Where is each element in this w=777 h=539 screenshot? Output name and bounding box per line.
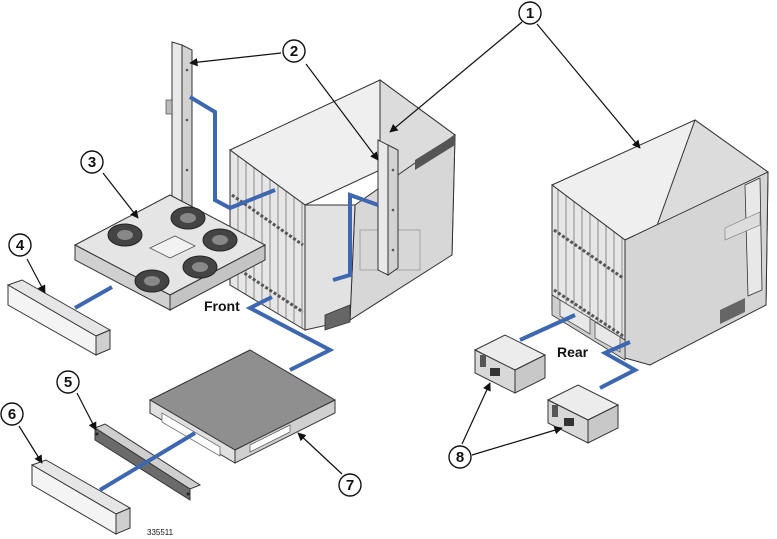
path-fan-tray [74, 285, 113, 310]
callout-5: 5 [56, 370, 80, 394]
callout-4: 4 [8, 233, 32, 257]
callout-2: 2 [282, 39, 306, 63]
fan-icon [182, 255, 218, 279]
path-power-upper [519, 313, 576, 342]
path-blank-panel [98, 431, 197, 492]
installation-path-lines [74, 95, 640, 492]
callout-leaders [18, 21, 641, 475]
figure-id: 335511 [147, 528, 174, 537]
svg-text:7: 7 [346, 477, 354, 494]
fan-icon [170, 206, 206, 230]
callout-1: 1 [518, 1, 542, 25]
air-filter-tray [148, 349, 337, 464]
svg-text:1: 1 [526, 5, 534, 22]
fan-icon [134, 269, 170, 293]
svg-text:8: 8 [456, 449, 464, 466]
front-chassis [229, 79, 456, 331]
power-supply-upper [473, 334, 547, 394]
svg-text:3: 3 [88, 154, 96, 171]
mounting-bracket-right [377, 139, 399, 276]
path-filter-tray [245, 295, 335, 372]
fan-tray [73, 194, 267, 311]
path-bracket-right [332, 192, 379, 282]
callout-3: 3 [80, 150, 104, 174]
fan-icon [202, 228, 238, 252]
callout-8: 8 [448, 445, 472, 469]
callout-6: 6 [0, 402, 24, 426]
svg-text:5: 5 [64, 374, 72, 391]
rear-chassis [551, 119, 769, 366]
svg-text:4: 4 [16, 237, 25, 254]
front-cover-lower [30, 459, 132, 535]
path-bracket-left [188, 95, 276, 211]
fan-icon [107, 223, 143, 247]
path-power-lower [599, 340, 640, 390]
callout-7: 7 [338, 473, 362, 497]
front-cover-upper [6, 279, 112, 356]
svg-text:2: 2 [290, 43, 298, 60]
power-supply-lower [546, 384, 620, 444]
svg-text:6: 6 [8, 406, 16, 423]
rear-label: Rear [557, 344, 589, 360]
front-label: Front [204, 298, 240, 314]
